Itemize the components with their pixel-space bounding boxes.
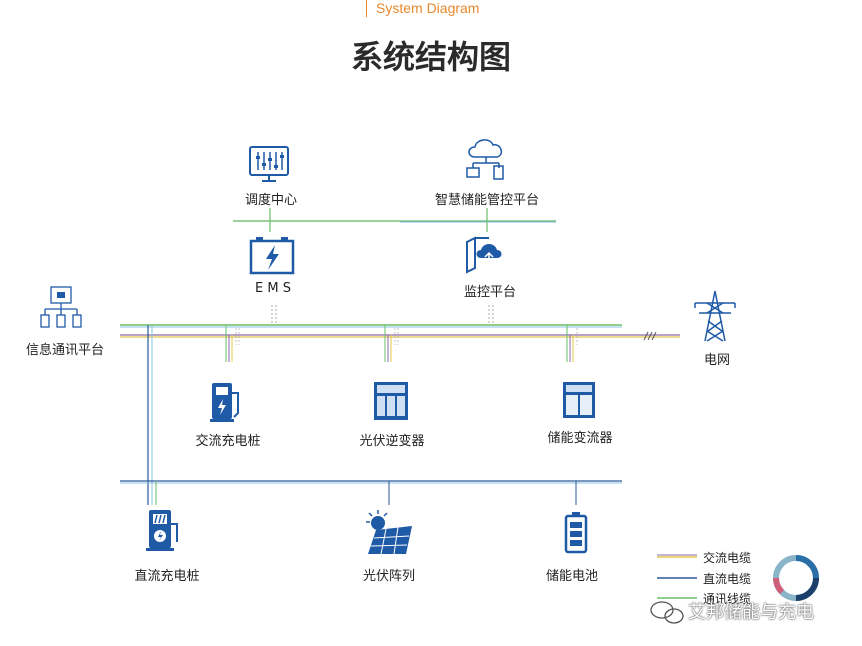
ac-drops — [225, 325, 574, 362]
node-dispatch-center: 调度中心 — [244, 193, 298, 208]
info-platform-icon — [40, 286, 82, 328]
solar-panel-icon — [366, 510, 412, 555]
subtitle-accent-bar — [366, 0, 367, 17]
watermark-text: 艾邦储能与充电 — [688, 602, 814, 623]
legend-dc-label: 直流电缆 — [703, 572, 752, 586]
node-smart-platform: 智慧储能管控平台 — [434, 193, 540, 208]
node-grid: 电网 — [703, 353, 731, 368]
monitor-platform-icon — [466, 236, 502, 274]
grid-break-mark — [643, 331, 657, 341]
node-info-platform: 信息通讯平台 — [25, 343, 105, 358]
brand-logo-icon — [773, 555, 819, 601]
node-ac-charger: 交流充电桩 — [195, 434, 261, 449]
ems-link — [271, 305, 494, 325]
pv-inverter-icon — [374, 382, 408, 420]
dc-charger-icon — [146, 510, 178, 551]
wechat-icon — [650, 601, 684, 624]
node-dc-charger: 直流充电桩 — [134, 569, 200, 584]
diagram-subtitle: System Diagram — [376, 0, 480, 16]
diagram-title: 系统结构图 — [350, 38, 511, 76]
node-monitor-platform: 监控平台 — [463, 285, 517, 300]
node-pv-inverter: 光伏逆变器 — [359, 434, 425, 449]
pcs-cabinet-icon — [563, 382, 595, 418]
node-ems: E M S — [255, 281, 291, 296]
monitor-screen-icon — [249, 146, 289, 182]
node-pv-array: 光伏阵列 — [362, 569, 416, 584]
legend-comm-label: 通讯线缆 — [703, 592, 752, 606]
transmission-tower-icon — [694, 290, 736, 342]
ac-charger-icon — [210, 383, 239, 422]
battery-icon — [564, 512, 588, 554]
legend-ac-label: 交流电缆 — [703, 551, 752, 565]
ems-battery-icon — [249, 237, 295, 275]
node-pcs: 储能变流器 — [547, 431, 613, 446]
cloud-network-icon — [466, 139, 504, 180]
node-battery: 储能电池 — [545, 569, 599, 584]
